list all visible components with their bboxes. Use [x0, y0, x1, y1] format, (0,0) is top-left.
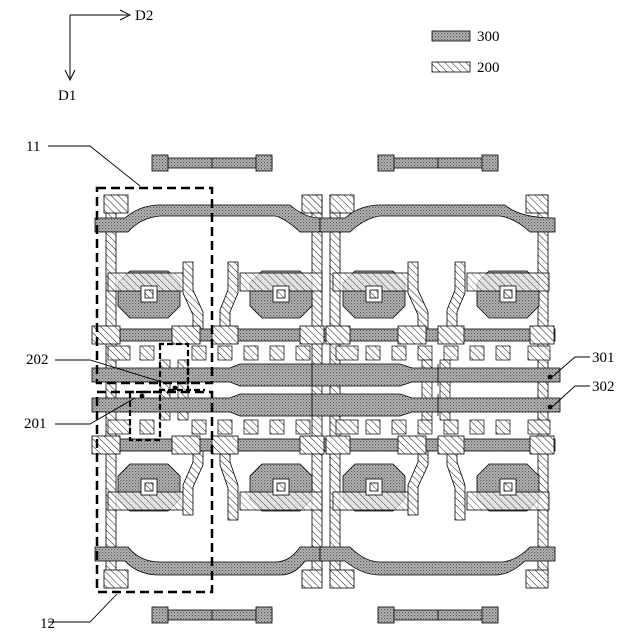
legend-swatch-300 [432, 31, 470, 41]
label-11: 11 [26, 139, 40, 155]
legend: 300 200 [432, 29, 500, 76]
pixel-top-4 [467, 271, 549, 318]
label-302: 302 [592, 379, 615, 395]
pixel-bottom-3 [333, 464, 415, 511]
legend-swatch-200 [432, 62, 470, 72]
direction-d1-label: D1 [58, 88, 76, 104]
pixel-top-2 [240, 271, 322, 318]
legend-label-200: 200 [477, 60, 500, 76]
pixel-bottom-2 [240, 464, 322, 511]
label-201: 201 [24, 416, 47, 432]
label-202: 202 [26, 352, 49, 368]
pixel-top-1 [108, 271, 190, 318]
direction-d2-label: D2 [135, 8, 153, 24]
pixel-bottom-1 [108, 464, 190, 511]
direction-arrows: D2 D1 [58, 8, 153, 104]
pixel-bottom-4 [467, 464, 549, 511]
label-12: 12 [40, 616, 55, 632]
pixel-top-3 [333, 271, 415, 318]
label-301: 301 [592, 350, 615, 366]
legend-label-300: 300 [477, 29, 500, 45]
